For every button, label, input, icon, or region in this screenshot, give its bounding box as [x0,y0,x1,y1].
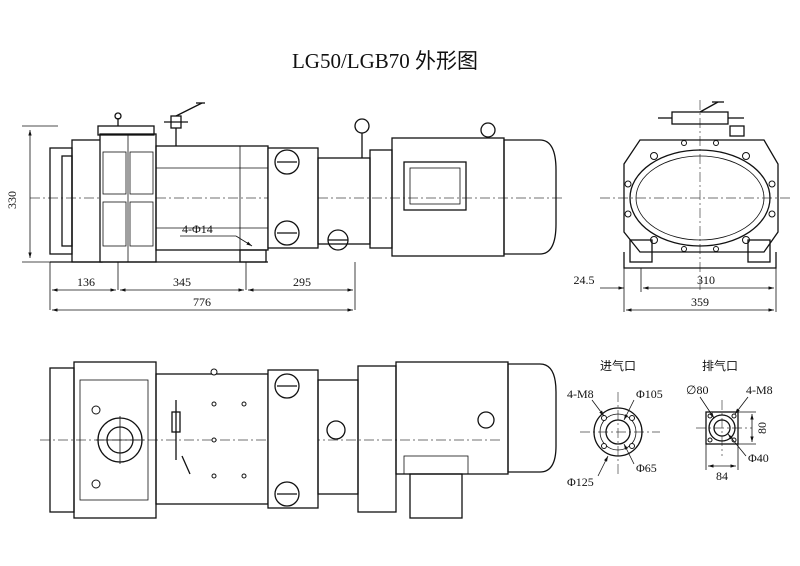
height-330: 330 [5,191,19,209]
lifting-eye-icon [354,118,370,134]
side-view: 24.5 310 359 [574,100,790,312]
terminal-box [403,161,467,211]
drain-valve-icon [114,112,122,120]
inlet-bolts: 4-M8 [567,387,594,401]
outlet-bolts: 4-M8 [746,383,773,397]
top-motor-body [395,361,509,475]
front-view: 4-Φ14 330 136 345 295 776 [5,102,565,312]
top-fan-cover [507,363,557,473]
outlet-side80: 80 [755,422,769,434]
top-terminal-box [409,473,463,519]
valve-handle [175,102,203,117]
inlet-flange-circle [593,407,643,457]
dim-310: 310 [697,273,715,287]
side-body-outline [623,139,779,253]
inlet-title: 进气口 [600,358,636,373]
rear-foot [239,249,267,263]
side-base [623,252,777,269]
top-motor-flange [357,365,397,513]
front-end-cap [49,147,73,255]
motor-body [391,137,505,257]
side-rotor-housing [629,149,771,247]
outlet-detail: 排气口 ∅80 4-M8 80 84 Φ40 [686,358,773,483]
top-manifold [97,125,155,136]
dim-776: 776 [193,295,211,309]
coupling-housing [317,157,371,245]
inlet-d65: Φ65 [636,461,657,475]
dim-345: 345 [173,275,191,289]
outlet-square-flange [705,411,739,445]
dim-359: 359 [691,295,709,309]
lifting-eye-icon [480,122,496,138]
inlet-detail: 进气口 4-M8 Φ105 Φ65 Φ125 [567,358,663,489]
holes-label: 4-Φ14 [182,222,213,236]
fan-cover [503,139,557,255]
outlet-title: 排气口 [702,358,738,373]
dim-24-5: 24.5 [574,273,595,287]
motor-adapter-flange [267,147,319,249]
drawing-title: LG50/LGB70 外形图 [292,49,478,73]
bolt-head-icon [274,220,300,246]
top-coupling [317,379,359,495]
bolt-head-icon [274,149,300,175]
inlet-d125: Φ125 [567,475,594,489]
outlet-side84: 84 [716,469,728,483]
dim-295: 295 [293,275,311,289]
motor-flange [369,149,393,249]
outlet-d80: ∅80 [686,383,708,397]
gear-housing [71,139,103,263]
inlet-d105: Φ105 [636,387,663,401]
outlet-d40: Φ40 [748,451,769,465]
top-view [40,361,557,519]
dim-136: 136 [77,275,95,289]
top-adapter-flange [267,369,319,509]
